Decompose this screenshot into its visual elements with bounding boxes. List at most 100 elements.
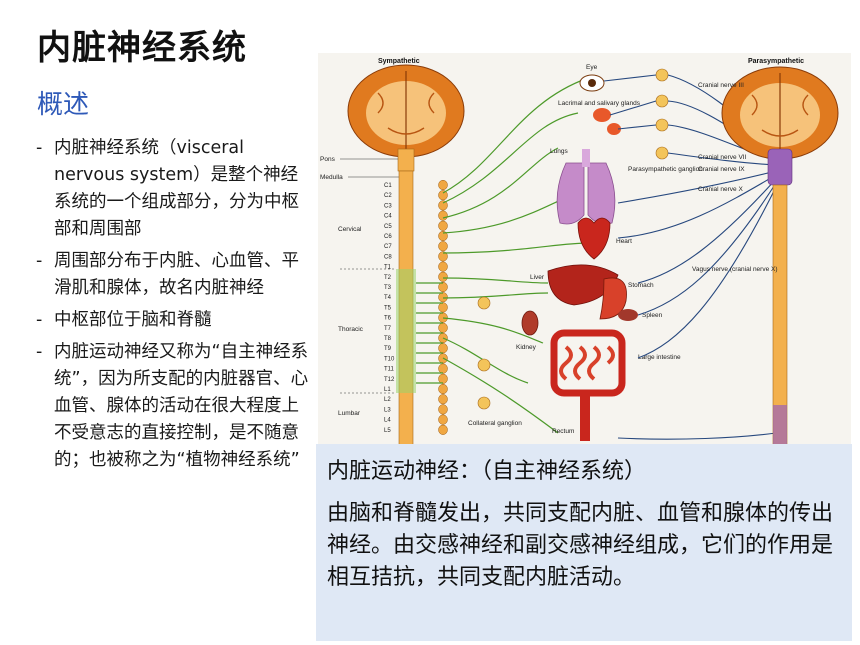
eye-icon — [579, 74, 605, 92]
parasympathetic-ganglion-icon — [655, 118, 669, 132]
segment-label: C2 — [384, 193, 392, 199]
bullet-item: -周围部分布于内脏、心血管、平滑肌和腺体，故名内脏神经 — [36, 248, 311, 302]
parasympathetic-header: Parasympathetic — [748, 58, 804, 65]
segment-label: C8 — [384, 254, 392, 260]
chain-ganglion — [438, 312, 448, 323]
segment-label: C7 — [384, 244, 392, 250]
chain-ganglion — [438, 292, 448, 303]
chain-ganglion — [438, 343, 448, 354]
chain-ganglion — [438, 424, 448, 435]
heart-icon — [577, 217, 611, 260]
sympathetic-header: Sympathetic — [378, 58, 420, 65]
chain-ganglion — [438, 363, 448, 374]
chain-ganglion — [438, 241, 448, 252]
chain-ganglion — [438, 414, 448, 425]
segment-label: T6 — [384, 316, 392, 322]
bullet-dash: - — [36, 342, 43, 362]
segment-label: L5 — [384, 428, 391, 434]
parasympathetic-ganglion-icon — [655, 146, 669, 160]
autonomic-nervous-system-diagram: Sympathetic Parasympathetic Pons Medulla… — [318, 53, 851, 445]
bullet-dash: - — [36, 138, 43, 158]
sympathetic-outflow-band — [396, 269, 416, 393]
segment-label: T9 — [384, 346, 392, 352]
segment-label: T4 — [384, 295, 392, 301]
cranial-nerve-x-label: Cranial nerve X — [698, 186, 743, 193]
right-brain — [721, 66, 839, 186]
chain-ganglion — [438, 251, 448, 262]
chain-ganglion — [438, 271, 448, 282]
spleen-label: Spleen — [642, 312, 663, 319]
chain-ganglion — [438, 373, 448, 384]
parasympathetic-ganglion-label: Parasympathetic ganglion — [628, 166, 703, 173]
segment-label: T3 — [384, 285, 392, 291]
chain-ganglion — [438, 261, 448, 272]
segment-label: T11 — [384, 367, 395, 373]
cranial-nerve-vii-label: Cranial nerve VII — [698, 154, 747, 161]
bullet-item: -内脏运动神经又称为“自主神经系统”，因为所支配的内脏器官、心血管、腺体的活动在… — [36, 339, 311, 474]
kidney-label: Kidney — [516, 344, 537, 351]
chain-ganglion — [438, 404, 448, 415]
slide-subtitle: 概述 — [37, 90, 90, 120]
vagus-nerve-label: Vagus nerve (cranial nerve X) — [692, 266, 778, 273]
slide-title: 内脏神经系统 — [37, 28, 247, 68]
bullet-text: 周围部分布于内脏、心血管、平滑肌和腺体，故名内脏神经 — [54, 251, 299, 298]
chain-ganglion — [438, 383, 448, 395]
chain-ganglion — [438, 230, 448, 242]
large-intestine-label: Large intestine — [638, 354, 681, 361]
segment-labels: C1C2C3C4C5C6C7C8T1T2T3T4T5T6T7T8T9T10T11… — [384, 183, 395, 434]
chain-ganglion — [438, 281, 448, 293]
bullet-list: -内脏神经系统（visceral nervous system）是整个神经系统的… — [36, 135, 311, 479]
sacral-outflow-band — [773, 405, 787, 445]
collateral-ganglion-icon — [477, 296, 491, 310]
stomach-label: Stomach — [628, 282, 654, 289]
segment-label: C3 — [384, 203, 392, 209]
chain-ganglion — [438, 200, 448, 211]
chain-ganglion — [438, 179, 448, 191]
segment-label: L3 — [384, 407, 391, 413]
parasympathetic-ganglion-icon — [655, 68, 669, 82]
segment-label: C1 — [384, 183, 392, 189]
callout-box: 内脏运动神经：（自主神经系统） 由脑和脊髓发出，共同支配内脏、血管和腺体的传出神… — [316, 444, 852, 641]
segment-label: T1 — [384, 265, 392, 271]
bullet-dash: - — [36, 310, 43, 330]
bullet-text: 内脏神经系统（visceral nervous system）是整个神经系统的一… — [54, 138, 299, 239]
eye-label: Eye — [586, 64, 598, 71]
cranial-nerve-iii-label: Cranial nerve III — [698, 82, 744, 89]
sympathetic-chain — [438, 179, 448, 435]
callout-body: 由脑和脊髓发出，共同支配内脏、血管和腺体的传出神经。由交感神经和副交感神经组成，… — [327, 501, 834, 590]
segment-label: T7 — [384, 326, 392, 332]
segment-label: C6 — [384, 234, 392, 240]
lungs-icon — [556, 149, 616, 225]
lacrimal-label: Lacrimal and salivary glands — [558, 100, 641, 107]
segment-label: T12 — [384, 377, 395, 383]
bullet-text: 内脏运动神经又称为“自主神经系统”，因为所支配的内脏器官、心血管、腺体的活动在很… — [54, 342, 309, 470]
segment-label: T5 — [384, 305, 392, 311]
parasympathetic-fibers — [603, 74, 777, 440]
chain-ganglion — [438, 190, 448, 201]
segment-label: T2 — [384, 275, 392, 281]
parasympathetic-ganglion-icon — [655, 94, 669, 108]
lungs-label: Lungs — [550, 148, 568, 155]
segment-label: T10 — [384, 356, 395, 362]
chain-ganglion — [438, 302, 448, 313]
right-spinal-cord — [772, 184, 788, 445]
region-label-thoracic: Thoracic — [338, 326, 364, 333]
stomach-icon — [599, 277, 627, 320]
spleen-icon — [618, 309, 638, 321]
intestine-icon — [550, 329, 626, 441]
pons-label: Pons — [320, 156, 336, 163]
rectum-label: Rectum — [552, 428, 574, 435]
liver-label: Liver — [530, 274, 545, 281]
segment-label: L1 — [384, 387, 391, 393]
chain-ganglion — [438, 394, 448, 405]
diagram-svg: Sympathetic Parasympathetic Pons Medulla… — [320, 58, 839, 445]
segment-label: L4 — [384, 418, 391, 424]
collateral-ganglion-icon — [477, 358, 491, 372]
region-label-cervical: Cervical — [338, 226, 362, 233]
segment-label: C4 — [384, 214, 392, 220]
region-label-lumbar: Lumbar — [338, 410, 361, 417]
medulla-label: Medulla — [320, 174, 343, 181]
salivary-gland-icon — [593, 108, 621, 135]
bullet-item: -内脏神经系统（visceral nervous system）是整个神经系统的… — [36, 135, 311, 243]
left-brain — [347, 64, 465, 172]
